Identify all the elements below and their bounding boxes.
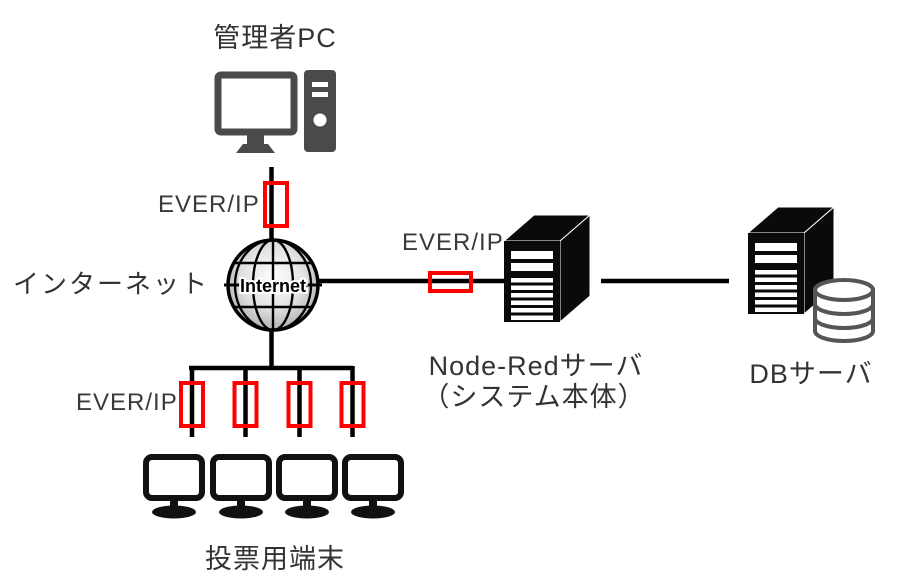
everip-adapter-top: [263, 181, 289, 228]
internet-label: インターネット: [13, 269, 210, 299]
everip-adapter-t2: [232, 381, 259, 428]
nodered-server-label-line1: Node-Redサーバ: [428, 351, 644, 381]
nodered-server-label-line2: （システム本体）: [422, 382, 646, 412]
everip-adapter-t3: [286, 381, 313, 428]
everip-label-mid: EVER/IP: [402, 229, 504, 256]
connector-lines: [189, 167, 729, 437]
everip-adapters: [179, 181, 473, 428]
everip-label-bottom: EVER/IP: [76, 389, 178, 416]
globe-icon: Internet: [224, 238, 322, 332]
everip-adapter-t4: [339, 381, 366, 428]
admin-pc-label: 管理者PC: [213, 23, 337, 53]
everip-adapter-mid: [428, 271, 473, 293]
monitor-icon-4: [345, 457, 401, 519]
database-icon: [813, 278, 875, 343]
monitor-icon-1: [146, 457, 202, 519]
desktop-pc-icon: [214, 70, 336, 153]
voting-terminal-icons: [146, 457, 401, 519]
globe-internet-text: Internet: [240, 276, 306, 296]
nodered-server-icon: [503, 214, 591, 323]
monitor-icon-3: [279, 457, 335, 519]
voting-terminals-label: 投票用端末: [205, 544, 345, 574]
monitor-icon-2: [213, 457, 269, 519]
everip-label-top: EVER/IP: [158, 191, 260, 218]
db-server-label: DBサーバ: [749, 359, 873, 389]
everip-adapter-t1: [179, 381, 205, 428]
